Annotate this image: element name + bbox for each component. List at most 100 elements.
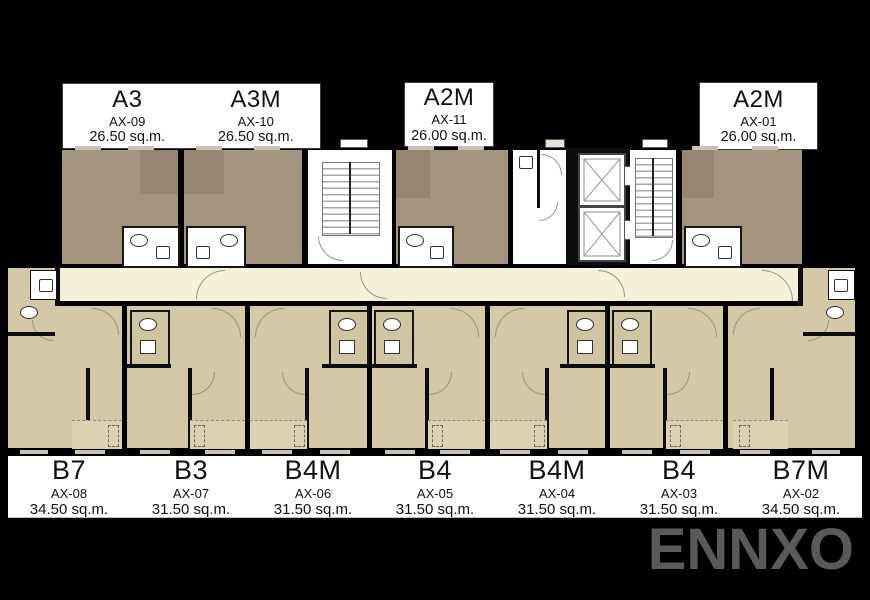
unit-area: 34.50 sq.m.	[761, 500, 841, 518]
window-segment	[75, 450, 105, 454]
sink-icon	[156, 246, 170, 259]
toilet-icon	[692, 234, 710, 247]
window-segment	[385, 450, 415, 454]
unit-area: 31.50 sq.m.	[151, 500, 231, 518]
unit-label-a3m: A3M AX-10 26.50 sq.m.	[192, 85, 321, 146]
planter	[294, 425, 305, 447]
unit-area: 31.50 sq.m.	[639, 500, 719, 518]
corridor	[60, 268, 798, 301]
unit-name: B7M	[772, 454, 830, 485]
interior-wall	[537, 150, 540, 208]
stair-rail	[652, 158, 654, 236]
unit-area: 26.00 sq.m.	[411, 127, 487, 144]
window-segment	[140, 450, 170, 454]
interior-wall	[545, 368, 549, 448]
sink-icon	[430, 246, 444, 259]
corridor-end-wall	[798, 268, 803, 306]
interior-wall	[610, 364, 655, 368]
window-segment	[558, 450, 588, 454]
bathroom-b7	[30, 270, 57, 300]
unit-code: AX-02	[782, 485, 820, 501]
unit-code: AX-08	[50, 485, 88, 501]
toilet-icon	[130, 234, 148, 247]
unit-area: 26.50 sq.m.	[217, 129, 294, 146]
balcony-b4-05	[428, 420, 485, 449]
elevator-core	[566, 148, 631, 265]
label-box-a3-a3m: A3 AX-09 26.50 sq.m. A3M AX-10 26.50 sq.…	[62, 83, 321, 149]
washer-icon	[577, 340, 593, 354]
unit-label-b4m-04: B4M AX-04 31.50 sq.m.	[496, 455, 618, 519]
balcony-b4m-06	[250, 420, 307, 449]
unit-name: B4	[417, 454, 453, 485]
toilet-icon	[406, 234, 424, 247]
washer-icon	[140, 340, 156, 354]
unit-label-a2m-11: A2M AX-11 26.00 sq.m.	[405, 84, 493, 144]
toilet-icon	[20, 306, 38, 319]
watermark-logo: ENNXO	[647, 517, 854, 582]
bathroom-a2m-11	[398, 226, 454, 268]
unit-name: B3	[173, 454, 209, 485]
elevator-x-icon	[583, 158, 621, 202]
unit-area: 31.50 sq.m.	[517, 500, 597, 518]
window-segment	[500, 450, 530, 454]
door-arc-icon	[652, 240, 673, 261]
toilet-icon	[383, 318, 401, 331]
planter	[108, 425, 119, 447]
interior-wall	[305, 368, 309, 448]
window-segment	[752, 146, 778, 150]
planter	[739, 425, 750, 447]
bathroom-b4m-06	[329, 310, 369, 366]
unit-label-b4m-06: B4M AX-06 31.50 sq.m.	[252, 455, 374, 519]
unit-area: 34.50 sq.m.	[29, 500, 109, 518]
window-segment	[75, 146, 101, 150]
unit-name: B7	[51, 454, 87, 485]
window-segment	[440, 450, 470, 454]
unit-code: AX-11	[431, 112, 467, 128]
corridor-end-wall	[55, 268, 60, 306]
window-segment	[320, 450, 350, 454]
unit-label-b7: B7 AX-08 34.50 sq.m.	[8, 455, 130, 519]
toilet-icon	[621, 318, 639, 331]
window-segment	[740, 450, 770, 454]
window-segment	[196, 146, 222, 150]
window-segment	[622, 450, 652, 454]
balcony-b4-03	[666, 420, 723, 449]
interior-wall	[188, 368, 192, 448]
washer-icon	[622, 340, 638, 354]
interior-wall	[322, 364, 367, 368]
planter	[432, 425, 443, 447]
unit-area: 26.50 sq.m.	[89, 129, 166, 146]
unit-name: B4M	[528, 454, 586, 485]
unit-label-b7m: B7M AX-02 34.50 sq.m.	[740, 455, 862, 519]
balcony-b4m-04	[490, 420, 547, 449]
unit-a2m-01-closet	[682, 150, 714, 198]
interior-wall	[425, 368, 429, 448]
bathroom-b4-05	[374, 310, 414, 366]
bathroom-b4-03	[612, 310, 652, 366]
unit-label-a3: A3 AX-09 26.50 sq.m.	[63, 86, 192, 146]
toilet-icon	[139, 318, 157, 331]
sink-icon	[519, 156, 533, 169]
unit-name: A3M	[230, 85, 282, 113]
washer-icon	[339, 340, 355, 354]
toilet-icon	[826, 306, 844, 319]
unit-label-b3: B3 AX-07 31.50 sq.m.	[130, 455, 252, 519]
stairwell-2	[630, 150, 676, 264]
door-arc-icon	[318, 236, 343, 261]
unit-code: AX-10	[237, 113, 274, 129]
window-segment	[128, 146, 154, 150]
sink-icon	[718, 246, 732, 259]
unit-code: AX-04	[538, 485, 576, 501]
interior-wall	[127, 364, 171, 368]
unit-a3-wardrobe	[140, 150, 178, 194]
unit-name: B4	[661, 454, 697, 485]
bathroom-a3m	[186, 226, 246, 268]
vent-ledge	[642, 139, 668, 148]
unit-name: A2M	[423, 84, 475, 112]
window-segment	[20, 450, 48, 454]
stair-treads	[635, 158, 673, 238]
interior-wall	[560, 364, 605, 368]
interior-wall	[8, 332, 55, 336]
unit-name: B4M	[284, 454, 342, 485]
